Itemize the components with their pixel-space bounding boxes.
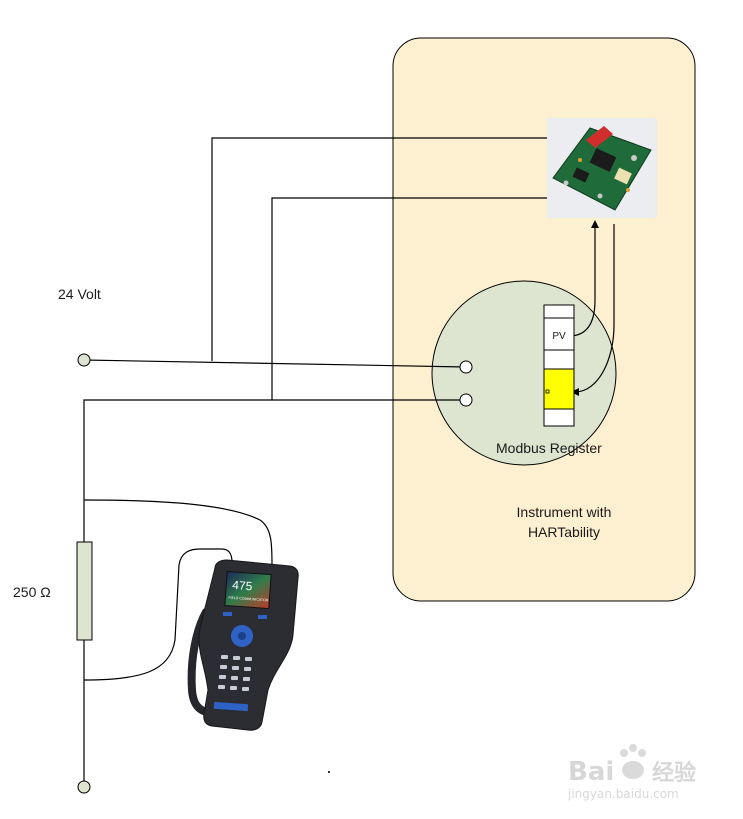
terminal-instrument-negative	[459, 393, 473, 407]
terminal-instrument-positive	[459, 360, 473, 374]
watermark-domain: jingyan.baidu.com	[567, 787, 679, 801]
instrument-label-line1: Instrument with	[517, 504, 612, 520]
instrument-label-line2: HARTability	[528, 524, 600, 540]
wire-communicator-lead-a	[83, 499, 273, 566]
register-pv-cell	[543, 317, 575, 351]
pv-cell-label: PV	[552, 331, 566, 342]
resistor-label: 250 Ω	[13, 584, 51, 600]
communicator-caption-text: FIELD COMMUNICATOR	[228, 596, 269, 603]
paw-icon	[620, 744, 646, 779]
signal-arrow-register	[571, 224, 615, 396]
modbus-register-circle	[431, 280, 617, 466]
resistor-250-ohm	[76, 541, 93, 641]
modbus-register-label: Modbus Register	[496, 440, 602, 456]
stray-mark	[328, 771, 330, 773]
terminal-supply-negative	[77, 780, 91, 794]
wire-positive	[83, 359, 467, 368]
wire-top-loop	[211, 137, 548, 361]
wire-second-loop	[271, 197, 548, 400]
wiring	[83, 137, 615, 787]
watermark: Bai 经验 jingyan.baidu.com	[567, 744, 696, 801]
register-stack	[543, 304, 575, 427]
supply-voltage-label: 24 Volt	[58, 286, 101, 302]
signal-arrow-pv	[568, 220, 599, 337]
register-highlight-cell	[543, 368, 575, 410]
communicator-model-text: 475	[232, 578, 253, 593]
field-communicator-image: 475 FIELD COMMUNICATOR	[187, 559, 299, 731]
wire-return	[83, 399, 466, 542]
watermark-brand-left: Bai	[568, 757, 614, 787]
circuit-board-image	[547, 118, 657, 218]
wire-communicator-lead-b	[83, 548, 233, 681]
watermark-brand-right: 经验	[652, 760, 696, 786]
terminal-supply-positive	[77, 353, 91, 367]
